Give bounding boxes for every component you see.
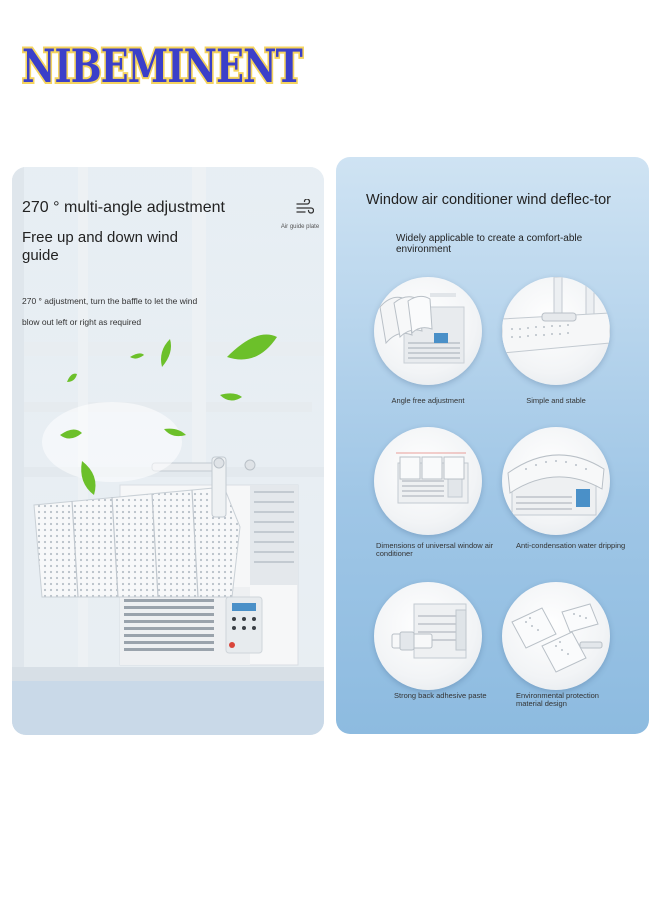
feature-caption: Angle free adjustment <box>391 396 465 405</box>
features-panel: Window air conditioner wind deflec-tor W… <box>336 157 649 734</box>
feature-caption: Strong back adhesive paste <box>394 691 487 700</box>
wind-icon <box>296 199 314 214</box>
feature-image-angle-adjustment <box>374 277 482 385</box>
feature-caption: Anti-condensation water dripping <box>516 541 626 550</box>
feature-image-simple-stable <box>502 277 610 385</box>
panel-subtitle: Free up and down wind guide <box>22 229 178 264</box>
feature-image-adhesive <box>374 582 482 690</box>
angle-adjustment-panel: Air guide plate 270 ° multi-angle adjust… <box>12 167 324 735</box>
icon-label: Air guide plate <box>280 224 320 230</box>
features-title: Window air conditioner wind deflec-tor <box>366 192 611 208</box>
panel-description: 270 ° adjustment, turn the baffle to let… <box>22 296 198 327</box>
features-subtitle: Widely applicable to create a comfort-ab… <box>396 233 583 255</box>
air-conditioner-scene-image <box>12 167 324 735</box>
feature-image-eco-material <box>502 582 610 690</box>
feature-caption: Environmental protection material design <box>516 691 599 708</box>
feature-image-dimensions <box>374 427 482 535</box>
leaf-icons <box>60 334 277 495</box>
feature-image-anti-condensation <box>502 427 610 535</box>
feature-caption: Dimensions of universal window air condi… <box>376 541 494 558</box>
brand-logo-text: NIBEMINENT <box>22 39 303 93</box>
panel-title: 270 ° multi-angle adjustment <box>22 199 225 216</box>
brand-logo: NIBEMINENT <box>20 37 306 95</box>
feature-caption: Simple and stable <box>526 396 586 405</box>
